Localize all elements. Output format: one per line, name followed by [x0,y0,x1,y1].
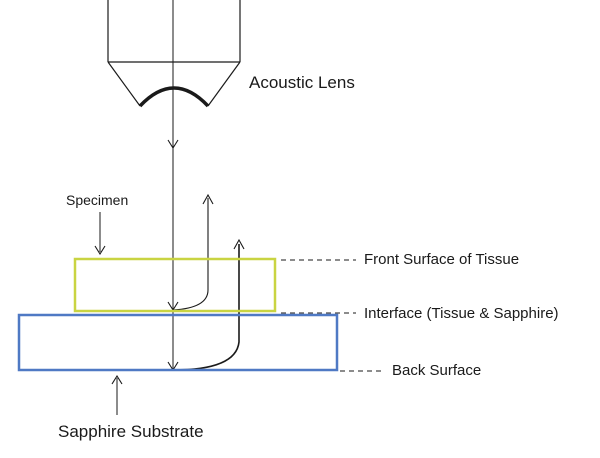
specimen-block [73,257,277,313]
front-surface-label: Front Surface of Tissue [364,251,519,268]
acoustic-lens-label: Acoustic Lens [249,73,355,92]
lens-curve [138,86,210,108]
reflected-beam-interface [172,193,214,311]
specimen-label: Specimen [66,192,128,208]
specimen-pointer-arrow [94,212,106,256]
sapphire-substrate-block [17,313,339,372]
back-surface-label: Back Surface [392,362,481,379]
substrate-pointer-arrow [111,374,123,415]
interface-label: Interface (Tissue & Sapphire) [364,305,559,322]
sapphire-substrate-label: Sapphire Substrate [58,422,204,441]
acoustic-lens [107,0,241,108]
